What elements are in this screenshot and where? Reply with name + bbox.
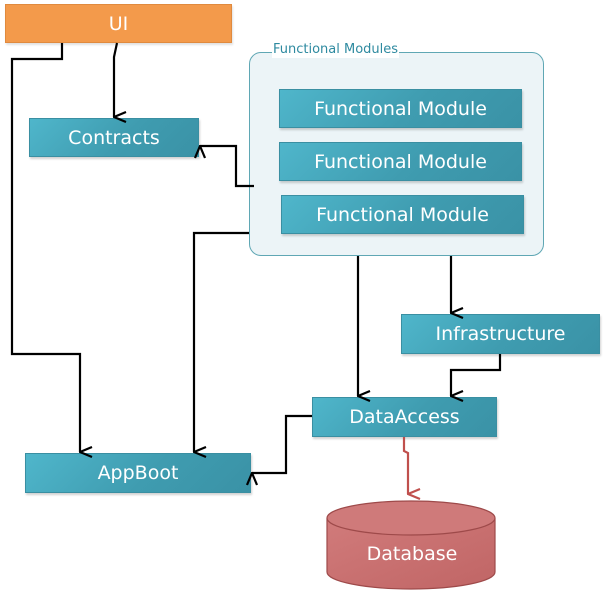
edge-infrastructure-to-dataaccess xyxy=(449,354,502,396)
node-appboot-label: AppBoot xyxy=(97,462,179,484)
edge-modules-to-appboot xyxy=(192,231,249,452)
functional-modules-group-label: Functional Modules xyxy=(272,42,400,58)
node-infrastructure-label: Infrastructure xyxy=(435,323,566,345)
database-cylinder-top xyxy=(326,500,496,536)
node-ui-label: UI xyxy=(108,12,129,35)
node-functional-module-2[interactable]: Functional Module xyxy=(279,142,522,181)
edge-modules-to-contracts xyxy=(200,144,254,188)
node-functional-module-3[interactable]: Functional Module xyxy=(281,195,524,234)
edge-ui-to-appboot xyxy=(10,43,80,452)
node-functional-module-2-label: Functional Module xyxy=(314,150,487,173)
node-database-label: Database xyxy=(366,543,458,565)
node-functional-module-1-label: Functional Module xyxy=(314,97,487,120)
edge-dataaccess-to-database xyxy=(402,437,408,494)
node-infrastructure[interactable]: Infrastructure xyxy=(401,314,600,354)
node-ui[interactable]: UI xyxy=(5,4,232,43)
node-functional-module-1[interactable]: Functional Module xyxy=(279,89,522,128)
node-appboot[interactable]: AppBoot xyxy=(25,453,251,493)
node-dataaccess[interactable]: DataAccess xyxy=(312,397,497,437)
node-dataaccess-label: DataAccess xyxy=(349,406,460,428)
edge-dataaccess-to-appboot xyxy=(252,414,312,473)
node-functional-module-3-label: Functional Module xyxy=(316,203,489,226)
node-contracts-label: Contracts xyxy=(68,126,160,149)
edge-ui-to-contracts xyxy=(112,42,117,117)
node-contracts[interactable]: Contracts xyxy=(29,118,199,157)
